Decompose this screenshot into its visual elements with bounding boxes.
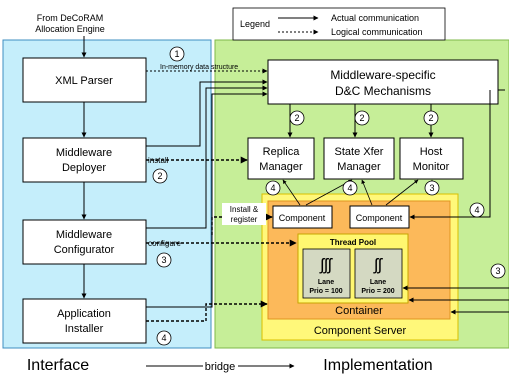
step-2-label-a: 2 [294, 113, 299, 123]
component-label-2: Component [356, 213, 403, 223]
replica-manager-box [247, 137, 315, 180]
interface-title: Interface [27, 357, 89, 374]
lane-threads-icon-2: ʃʃ [373, 255, 383, 274]
step-1-label: 1 [174, 49, 179, 59]
thread-pool-label: Thread Pool [330, 238, 376, 247]
connector-configurator-to-dc [146, 85, 268, 229]
step-4-label-d: 4 [161, 333, 166, 343]
arrow-comp2-to-state [361, 179, 373, 206]
arrow-comp2-to-host [385, 179, 419, 206]
deployer-label-line2: Deployer [62, 162, 106, 174]
component-server-label: Component Server [314, 325, 407, 337]
step-2-label-d: 2 [157, 171, 162, 181]
step-3-label-b: 3 [161, 255, 166, 265]
step-2-label-c: 2 [428, 113, 433, 123]
dc-mechanisms-box [267, 59, 499, 105]
svg-text:Actual communication: Actual communication [331, 13, 419, 23]
deployer-label-line1: Middleware [56, 147, 112, 159]
bridge-label: bridge [205, 361, 236, 373]
legend: Legend Actual communication Logical comm… [232, 7, 446, 41]
step-2-circle-b [354, 110, 370, 126]
step-1-circle [169, 46, 185, 62]
host-monitor-line1: Host [420, 146, 443, 158]
middleware-deployer-box [22, 137, 147, 183]
configure-label: configure [148, 239, 181, 248]
lane-prio-2: Prio = 200 [361, 288, 394, 295]
component-box-1 [272, 205, 333, 229]
container-label: Container [335, 305, 383, 317]
implementation-title: Implementation [323, 357, 432, 374]
step-2-circle-d [152, 168, 168, 184]
source-label-line2: Allocation Engine [35, 24, 105, 34]
step-3-circle-b [156, 252, 172, 268]
dc-mechanisms-label-line1: Middleware-specific [330, 68, 435, 82]
svg-text:Legend: Legend [240, 19, 270, 29]
step-4-label-c: 4 [474, 205, 479, 215]
step-4-circle-d [156, 330, 172, 346]
source-label: From DeCoRAM [37, 13, 104, 23]
svg-text:Logical communication: Logical communication [331, 27, 423, 37]
step-3-circle-a [424, 180, 440, 196]
step-4-circle-b [342, 180, 358, 196]
lane-threads-icon-1: ʃʃʃ [319, 255, 333, 274]
xml-parser-label: XML Parser [55, 75, 113, 87]
replica-manager-line2: Manager [259, 161, 303, 173]
installer-label-line2: Installer [65, 323, 104, 335]
connector-installer-to-dc [146, 91, 268, 308]
host-monitor-line2: Monitor [413, 161, 450, 173]
middleware-configurator-box [22, 219, 147, 265]
step-2-label-b: 2 [359, 113, 364, 123]
replica-manager-line1: Replica [263, 146, 301, 158]
step-3-circle-c [490, 263, 506, 279]
connector-deployer-to-dc [146, 79, 268, 147]
connector-dc-to-component2 [409, 90, 491, 220]
component-box-2 [349, 205, 410, 229]
step-4-circle-c [469, 202, 485, 218]
lane-label-1: Lane [318, 279, 334, 286]
state-xfer-manager-box [323, 137, 395, 180]
configurator-label-line2: Configurator [54, 244, 115, 256]
install-register-line2: register [231, 215, 258, 224]
install-register-line1: Install & [230, 205, 259, 214]
step-3-label-a: 3 [429, 183, 434, 193]
step-2-circle-a [289, 110, 305, 126]
step-3-label-c: 3 [495, 266, 500, 276]
in-memory-label: In-memory data structure [160, 64, 238, 71]
arrow-installer-to-container [146, 300, 268, 322]
step-4-circle-a [265, 180, 281, 196]
xml-parser-box [22, 57, 147, 103]
lane-prio-1: Prio = 100 [309, 288, 342, 295]
install-label: install [148, 156, 169, 165]
configurator-label-line1: Middleware [56, 229, 112, 241]
component-label-1: Component [279, 213, 326, 223]
state-xfer-line1: State Xfer [335, 146, 384, 158]
lane-box-1 [302, 248, 351, 299]
lane-box-2 [354, 248, 403, 299]
step-4-label-b: 4 [347, 183, 352, 193]
step-4-label-a: 4 [270, 183, 275, 193]
lane-label-2: Lane [370, 279, 386, 286]
step-2-circle-c [423, 110, 439, 126]
arrow-comp1-to-replica [282, 179, 301, 206]
application-installer-box [22, 298, 147, 344]
host-monitor-box [399, 137, 464, 180]
state-xfer-line2: Manager [337, 161, 381, 173]
installer-label-line1: Application [57, 308, 111, 320]
dc-mechanisms-label-line2: D&C Mechanisms [335, 84, 431, 98]
